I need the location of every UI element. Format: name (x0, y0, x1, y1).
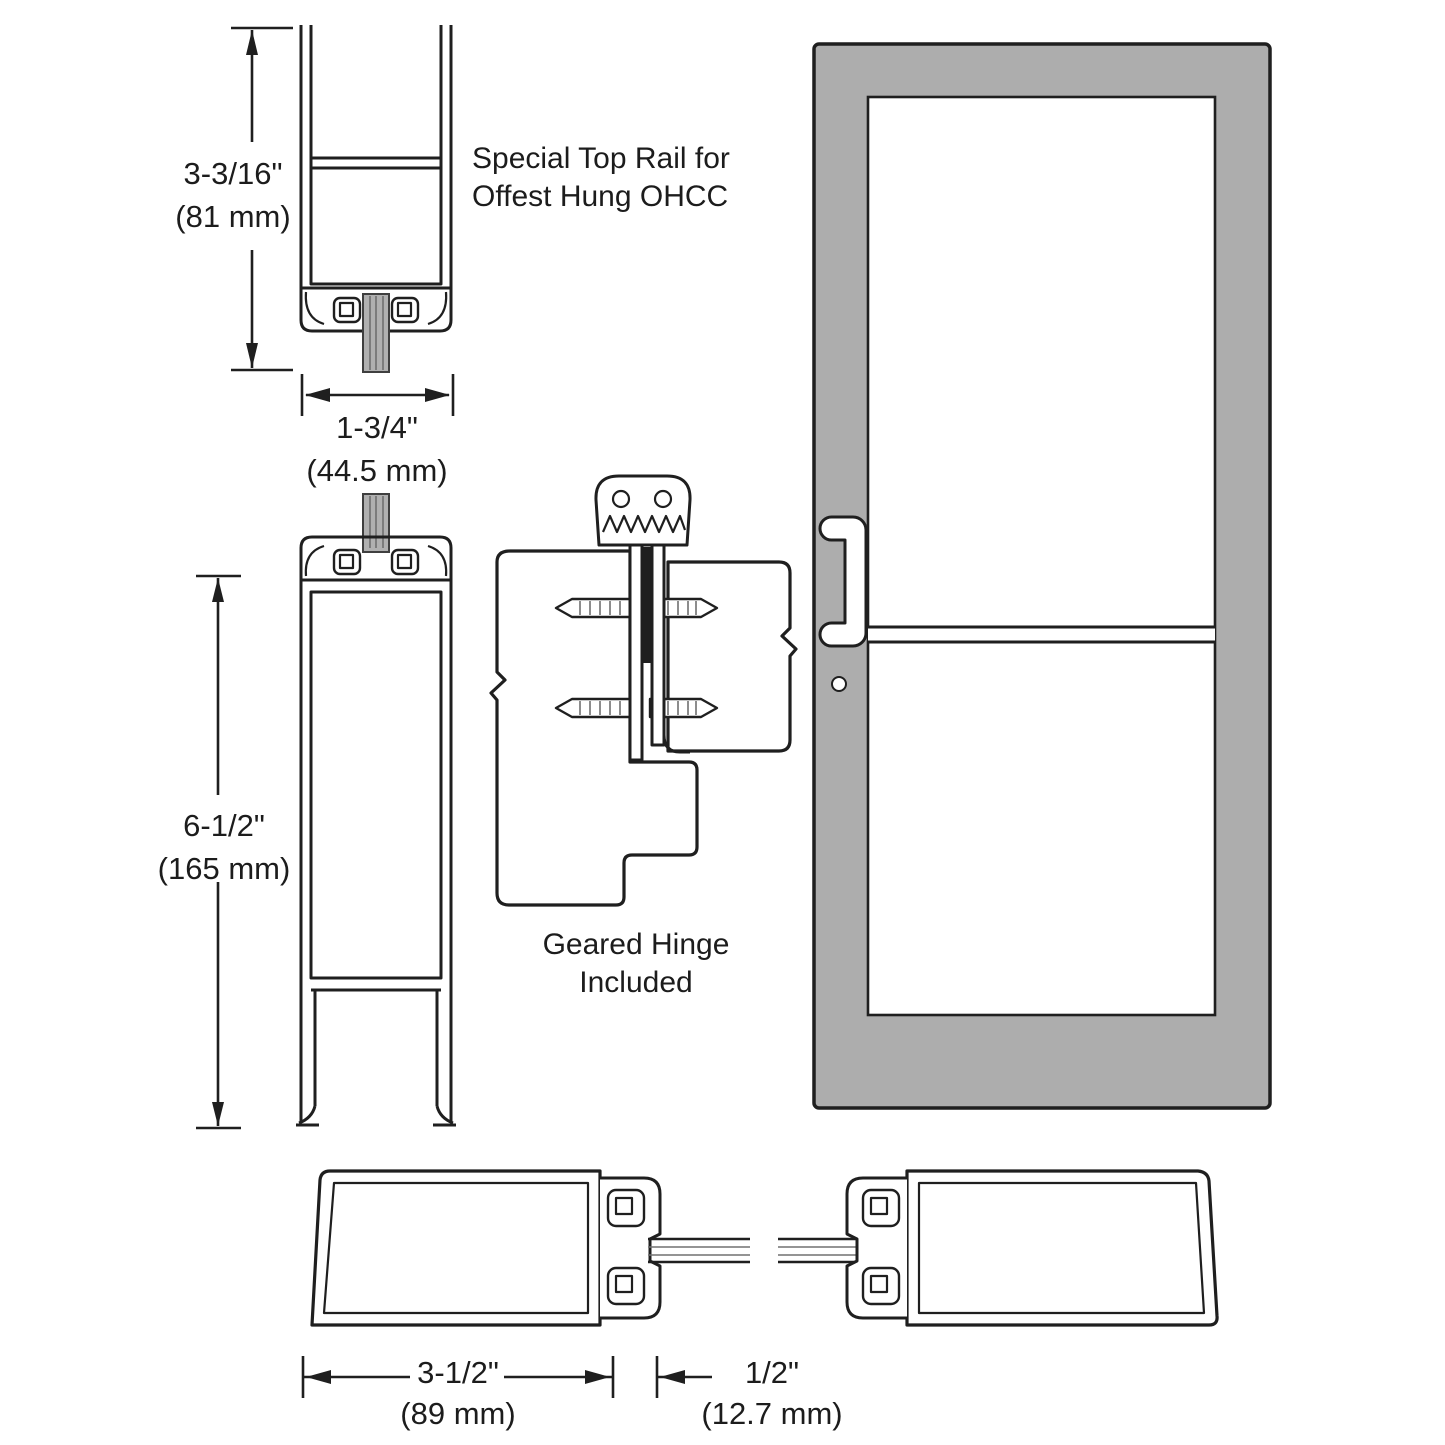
glazing-clamp (606, 1266, 646, 1306)
bottom-rail-section-drawing (296, 493, 456, 1127)
glass-thickness-metric: (12.7 mm) (701, 1396, 843, 1431)
arrow-left (306, 1370, 331, 1384)
glass-thickness-dimension (655, 1356, 712, 1398)
top-rail-section-drawing (299, 25, 453, 373)
right-stile-plan-section (845, 1169, 1219, 1327)
hinge-leaf (650, 543, 666, 747)
hinge-right-plate (666, 560, 798, 753)
arrow-up (212, 578, 224, 602)
arrow-right (585, 1370, 610, 1384)
glazing-clamp (861, 1188, 901, 1228)
stile-width-label: 3-1/2" (89 mm) (358, 1352, 558, 1434)
glazing-clamp (390, 296, 420, 324)
bottom-rail-height-dimension (196, 574, 241, 1130)
arrow-down (246, 343, 258, 368)
bottom-rail-height-label: 6-1/2" (165 mm) (124, 804, 324, 890)
top-rail-width-label: 1-3/4" (44.5 mm) (277, 406, 477, 492)
glazing-clamp (390, 548, 420, 576)
stile-width-dimension (301, 1356, 615, 1398)
glazing-clamp (861, 1266, 901, 1306)
arrow-left (660, 1370, 685, 1384)
stile-width-metric: (89 mm) (400, 1396, 516, 1431)
door-glass-pane (866, 95, 1217, 1017)
arrow-up (246, 30, 258, 55)
arrow-down (212, 1102, 224, 1126)
stile-width-imperial: 3-1/2" (417, 1355, 499, 1390)
door-elevation-drawing (812, 42, 1272, 1110)
top-rail-width-imperial: 1-3/4" (336, 410, 418, 445)
top-rail-width-dimension (300, 374, 455, 416)
door-mid-rail (868, 625, 1215, 644)
bottom-rail-height-metric: (165 mm) (157, 851, 291, 886)
door-pull-handle (818, 515, 868, 648)
bottom-rail-height-imperial: 6-1/2" (183, 808, 265, 843)
left-stile-plan-section (310, 1169, 662, 1327)
hinge-note: Geared Hinge Included (542, 928, 730, 999)
top-rail-height-label: 3-3/16" (81 mm) (133, 152, 333, 238)
top-rail-height-dimension (231, 26, 293, 372)
hinge-screw (554, 597, 719, 619)
hinge-leaf (628, 543, 644, 762)
top-rail-note: Special Top Rail for Offest Hung OHCC (472, 142, 730, 213)
top-rail-height-imperial: 3-3/16" (183, 156, 283, 191)
glass-thickness-label: 1/2" (12.7 mm) (672, 1352, 872, 1434)
top-rail-width-metric: (44.5 mm) (306, 453, 448, 488)
arrow-left (305, 388, 330, 402)
glass-thickness-imperial: 1/2" (744, 1355, 800, 1390)
glazing-clamp (606, 1188, 646, 1228)
glass-plan-section (648, 1237, 858, 1264)
lock-cylinder (831, 676, 847, 692)
glazing-clamp (332, 296, 362, 324)
hinge-gear-cap (594, 474, 692, 547)
hinge-screw (554, 697, 719, 719)
top-rail-height-metric: (81 mm) (175, 199, 291, 234)
geared-hinge-drawing (489, 474, 798, 907)
hinge-left-plate (489, 549, 699, 907)
glazing-clamp (332, 548, 362, 576)
arrow-right (425, 388, 450, 402)
